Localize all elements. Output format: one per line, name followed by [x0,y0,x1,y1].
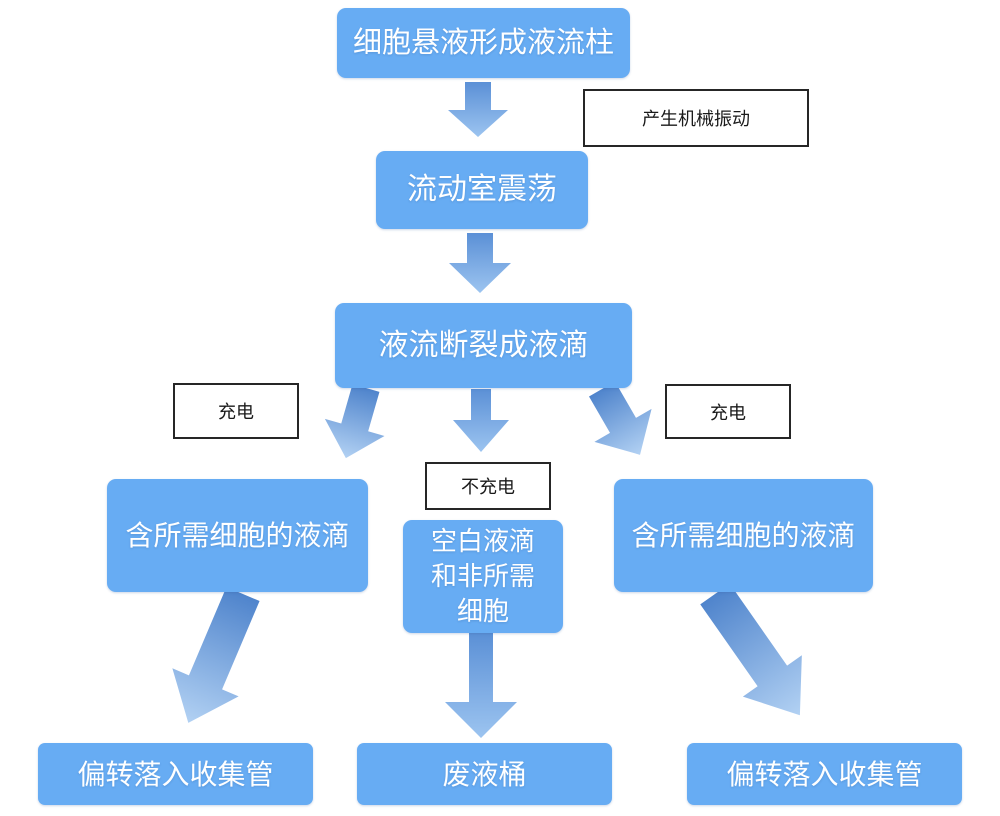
node-droplets-with-target-cells-left: 含所需细胞的液滴 [107,479,368,592]
arrow-step3-to-mid-right [589,381,652,455]
node-line: 空白液滴 [430,525,535,556]
node-cell-suspension-stream: 细胞悬液形成液流柱 [337,8,630,78]
label-no-charge: 不充电 [425,462,551,510]
label-mechanical-vibration: 产生机械振动 [583,89,809,147]
node-blank-droplets-unwanted-cells: 空白液滴 和非所需 细胞 [403,520,563,633]
node-flow-chamber-oscillation: 流动室震荡 [376,151,588,229]
node-line: 细胞 [456,596,509,627]
label-charge-right: 充电 [665,384,791,439]
node-line: 和非所需 [430,560,535,591]
arrow-step3-to-mid-left [324,384,385,459]
arrow-step1-to-step2 [448,82,508,137]
node-waste-container: 废液桶 [357,743,612,805]
node-deflect-into-collection-tube-right: 偏转落入收集管 [687,743,962,805]
arrow-step2-to-step3 [449,233,511,293]
arrow-mid-center-to-bottom-center [445,633,517,738]
arrow-step3-to-mid-center [453,389,509,452]
label-charge-left: 充电 [173,383,299,439]
arrow-mid-right-to-bottom-right [700,583,802,716]
arrow-mid-left-to-bottom-left [172,586,260,723]
node-droplets-with-target-cells-right: 含所需细胞的液滴 [614,479,873,592]
node-stream-breaks-into-droplets: 液流断裂成液滴 [335,303,632,388]
node-deflect-into-collection-tube-left: 偏转落入收集管 [38,743,313,805]
